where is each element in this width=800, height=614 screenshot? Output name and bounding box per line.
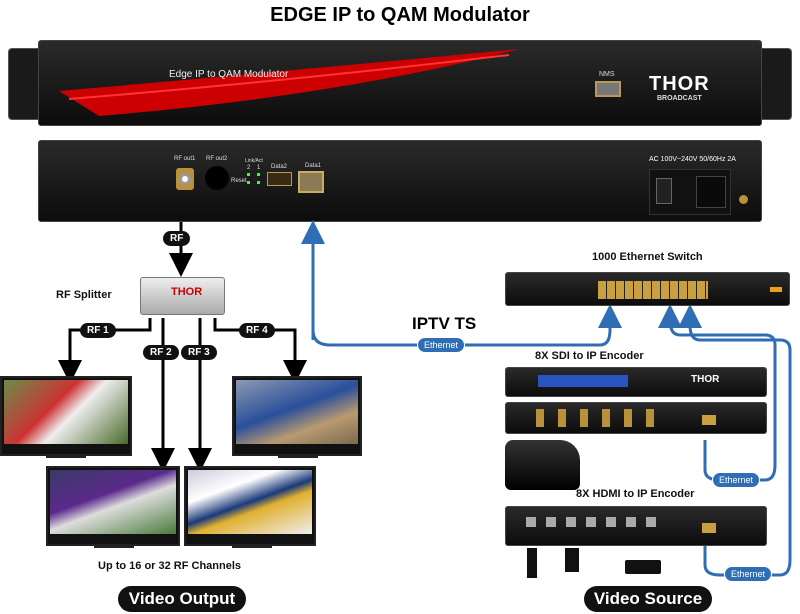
- sdi-encoder-rear: [505, 402, 767, 434]
- led-label-1: 1: [257, 165, 261, 171]
- switch-label: 1000 Ethernet Switch: [592, 251, 703, 263]
- video-output-label: Video Output: [118, 586, 246, 612]
- led-label-2: 2: [247, 165, 251, 171]
- led-icon: [257, 181, 260, 184]
- hdmi-encoder: [505, 506, 767, 546]
- rf4-pill: RF 4: [239, 323, 275, 338]
- thor-logo: THOR: [649, 73, 710, 95]
- encoder-logo: THOR: [691, 374, 720, 385]
- thor-logo-sub: BROADCAST: [657, 95, 702, 102]
- red-swoosh: [59, 49, 519, 116]
- splitter-label: RF Splitter: [56, 289, 112, 301]
- data2-sfp-port[interactable]: [267, 172, 292, 186]
- camera-icon: [505, 440, 580, 490]
- hdmi-ethernet-port[interactable]: [702, 523, 716, 533]
- tv-4: [232, 376, 362, 458]
- power-inlet: [649, 169, 731, 215]
- splitter-logo: THOR: [171, 286, 203, 298]
- data2-label: Data2: [271, 164, 288, 170]
- hdmi-encoder-label: 8X HDMI to IP Encoder: [576, 488, 695, 500]
- iptv-label: IPTV TS: [412, 314, 477, 333]
- led-icon: [247, 181, 250, 184]
- sdi-encoder-front: THOR: [505, 367, 767, 397]
- media-box-icon: [625, 560, 661, 574]
- video-source-label: Video Source: [584, 586, 712, 612]
- led-icon: [247, 173, 250, 176]
- data1-label: Data1: [305, 163, 322, 169]
- data1-rj45-port[interactable]: [298, 171, 324, 193]
- page-title: EDGE IP to QAM Modulator: [270, 4, 530, 26]
- rf-out1-connector[interactable]: [176, 168, 194, 190]
- rf3-pill: RF 3: [181, 345, 217, 360]
- link-act-label: Link/Act: [245, 158, 263, 164]
- channels-caption: Up to 16 or 32 RF Channels: [98, 560, 242, 572]
- rf-out2-label: RF out2: [206, 156, 228, 162]
- ethernet-pill-iptv: Ethernet: [417, 337, 466, 353]
- tv-2: [46, 466, 180, 548]
- rf-out2-connector[interactable]: [205, 166, 229, 190]
- tv-1: [0, 376, 132, 458]
- modulator-front-panel: Edge IP to QAM Modulator NMS THOR BROADC…: [38, 40, 762, 126]
- power-switch[interactable]: [656, 178, 672, 204]
- encoder-display: [538, 375, 628, 387]
- ground-screw-icon: [739, 195, 748, 204]
- power-socket: [696, 176, 726, 208]
- hdmi-ports[interactable]: [526, 517, 656, 527]
- power-rating-label: AC 100V~240V 50/60Hz 2A: [649, 156, 736, 163]
- rf1-pill: RF 1: [80, 323, 116, 338]
- hdmi-stick-icon: [565, 548, 579, 572]
- sdi-encoder-label: 8X SDI to IP Encoder: [535, 350, 644, 362]
- hdmi-cable-icon: [527, 548, 537, 578]
- reset-label: Reset: [231, 178, 247, 184]
- modulator-rear-panel: RF out1 RF out2 Reset Link/Act 2 1 Data2…: [38, 140, 762, 222]
- nms-label: NMS: [599, 71, 615, 78]
- switch-indicator: [770, 287, 782, 292]
- switch-ports[interactable]: [598, 281, 708, 299]
- rf-splitter: THOR: [140, 277, 225, 315]
- tv-3: [184, 466, 316, 548]
- ethernet-pill-hdmi: Ethernet: [724, 566, 773, 582]
- rf-out1-label: RF out1: [174, 156, 196, 162]
- led-icon: [257, 173, 260, 176]
- nms-port[interactable]: [595, 81, 621, 97]
- front-label: Edge IP to QAM Modulator: [169, 69, 289, 80]
- rf2-pill: RF 2: [143, 345, 179, 360]
- ethernet-pill-sdi: Ethernet: [712, 472, 761, 488]
- sdi-ethernet-port[interactable]: [702, 415, 716, 425]
- sdi-connectors[interactable]: [536, 409, 656, 427]
- rf-pill: RF: [163, 231, 191, 246]
- ethernet-switch: [505, 272, 790, 306]
